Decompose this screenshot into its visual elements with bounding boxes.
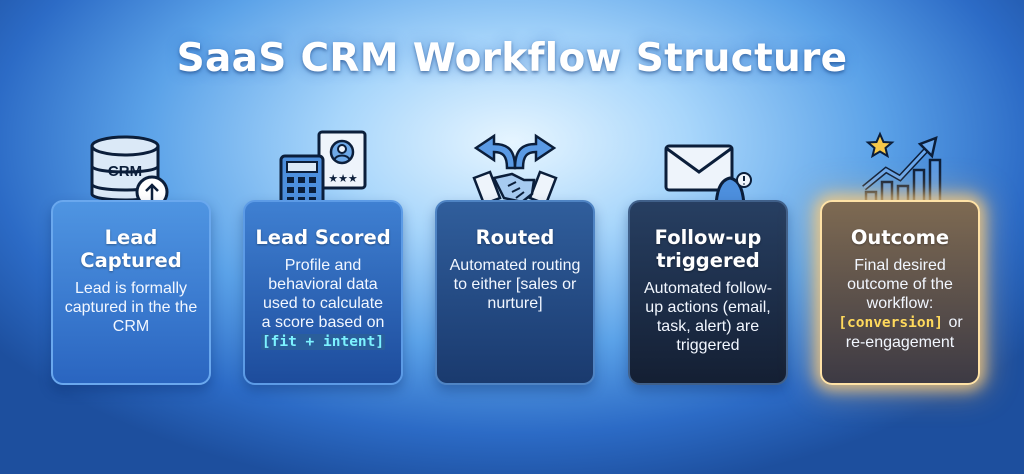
- crm-database-upload-icon: CRM: [90, 135, 169, 209]
- step-title: Lead Captured: [80, 226, 182, 272]
- step-title: Routed: [475, 226, 555, 249]
- page-title: SaaS CRM Workflow Structure: [176, 36, 848, 81]
- description-tail: or re-engagement: [845, 314, 963, 351]
- step-description: Profile and behavioral data used to calc…: [251, 256, 395, 352]
- description-line: workflow:: [866, 295, 934, 312]
- highlight-conversion: [conversion]: [838, 315, 944, 331]
- step-title: Lead Scored: [255, 226, 391, 249]
- description-line: behavioral data: [268, 276, 378, 293]
- step-title: Follow-up triggered: [654, 226, 762, 272]
- step-card-lead-scored: Lead Scored Profile and behavioral data …: [243, 200, 403, 385]
- step-description: Lead is formally captured in the the CRM: [64, 280, 198, 335]
- description-line: used to calculate: [262, 295, 384, 312]
- step-description: Automated routing to either [sales or nu…: [449, 257, 581, 312]
- step-card-lead-captured: Lead Captured Lead is formally captured …: [51, 200, 211, 385]
- step-card-follow-up-triggered: Follow-up triggered Automated follow-up …: [628, 200, 788, 385]
- description-line: Profile and: [284, 257, 362, 274]
- step-card-outcome: Outcome Final desired outcome of the wor…: [820, 200, 980, 385]
- step-description: Automated follow-up actions (email, task…: [643, 280, 773, 354]
- step-card-routed: Routed Automated routing to either [sale…: [435, 200, 595, 385]
- split-arrows-handshake-icon: [472, 133, 558, 206]
- description-line: a score based on: [261, 314, 385, 331]
- calculator-profile-card-icon: ★★★: [279, 130, 367, 214]
- description-line: outcome of the: [847, 276, 953, 293]
- crm-icon-label: CRM: [108, 163, 142, 180]
- description-line: Final desired: [854, 257, 946, 274]
- rating-stars: ★★★: [328, 172, 358, 185]
- step-title: Outcome: [850, 226, 950, 249]
- highlight-fit-intent: [fit + intent]: [260, 334, 386, 350]
- envelope-bell-icon: [664, 144, 752, 214]
- step-description: Final desired outcome of the workflow: […: [828, 256, 972, 352]
